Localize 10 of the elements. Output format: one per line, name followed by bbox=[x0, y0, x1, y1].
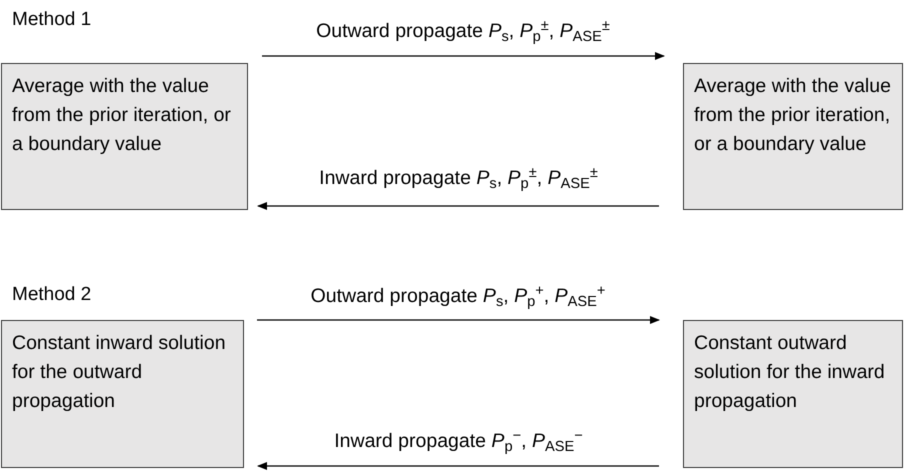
process-box: Constant outward solution for the inward propagation bbox=[683, 320, 903, 468]
section-heading: Method 2 bbox=[12, 283, 92, 307]
process-box: Constant inward solution for the outward propagation bbox=[1, 320, 244, 468]
section-heading: Method 1 bbox=[12, 8, 92, 32]
arrow bbox=[257, 202, 659, 210]
arrow bbox=[262, 52, 665, 60]
arrow bbox=[257, 316, 660, 324]
arrow bbox=[257, 462, 659, 470]
process-box: Average with the value from the prior iteration, or a boundary value bbox=[1, 63, 248, 210]
process-box: Average with the value from the prior iteration, or a boundary value bbox=[683, 63, 903, 210]
